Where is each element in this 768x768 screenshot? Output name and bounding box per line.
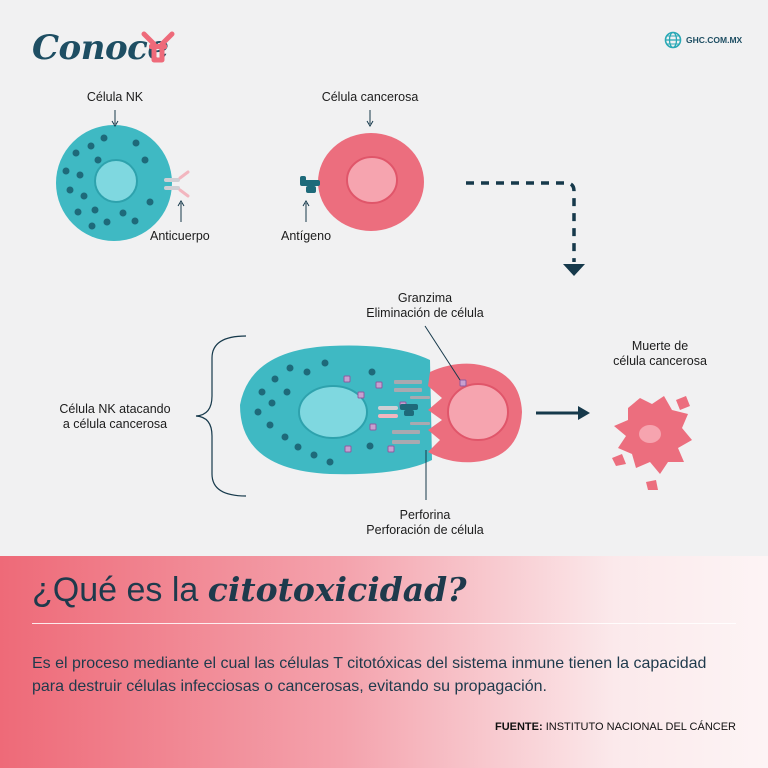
perforin-desc: Perforación de célula [366,523,484,537]
globe-icon [664,31,682,49]
attacking-nk-cell [240,345,432,475]
dashed-arrow-icon [466,181,585,276]
attacked-cancer-cell [428,363,522,463]
cancer-cell [318,133,424,231]
info-description: Es el proceso mediante el cual las célul… [32,655,707,695]
label-granzyme: Granzima Eliminación de célula [345,291,505,321]
perforin-title: Perforina [399,508,451,522]
label-perforin: Perforina Perforación de célula [345,508,505,538]
brace-icon [195,335,247,497]
granzyme-title: Granzima [397,291,453,305]
info-title-emphasis: citotoxicidad? [207,570,467,609]
source-label: FUENTE: [494,721,543,733]
source-citation: FUENTE: INSTITUTO NACIONAL DEL CÁNCER [495,721,736,733]
info-title: ¿Qué es la citotoxicidad? [32,570,467,610]
label-nk-cell: Célula NK [86,90,144,104]
info-title-plain: ¿Qué es la [32,571,208,609]
death-line-2: célula cancerosa [613,354,707,368]
pink-mascot-icon [141,31,175,63]
antibody-icon [164,170,190,198]
label-cell-death: Muerte de célula cancerosa [595,339,725,369]
label-attacking: Célula NK atacando a célula cancerosa [40,402,190,432]
attacking-line-2: a célula cancerosa [62,417,168,431]
synapse-icon [378,380,430,444]
label-antibody: Anticuerpo [150,229,210,243]
divider [32,623,736,624]
antigen-icon [300,176,320,193]
source-value: INSTITUTO NACIONAL DEL CÁNCER [542,721,736,733]
website-text: GHC.COM.MX [686,35,743,45]
website-link[interactable]: GHC.COM.MX [664,31,742,49]
dead-cancer-cell-icon [612,396,692,490]
label-cancer-cell: Célula cancerosa [321,90,419,104]
right-arrow-icon [536,406,590,420]
info-panel [0,556,768,768]
cytotoxicity-diagram [56,110,692,500]
attacking-line-1: Célula NK atacando [59,402,171,416]
granzyme-desc: Eliminación de célula [366,306,484,320]
label-antigen: Antígeno [281,229,332,243]
death-line-1: Muerte de [631,339,689,353]
nk-cell [56,125,172,241]
